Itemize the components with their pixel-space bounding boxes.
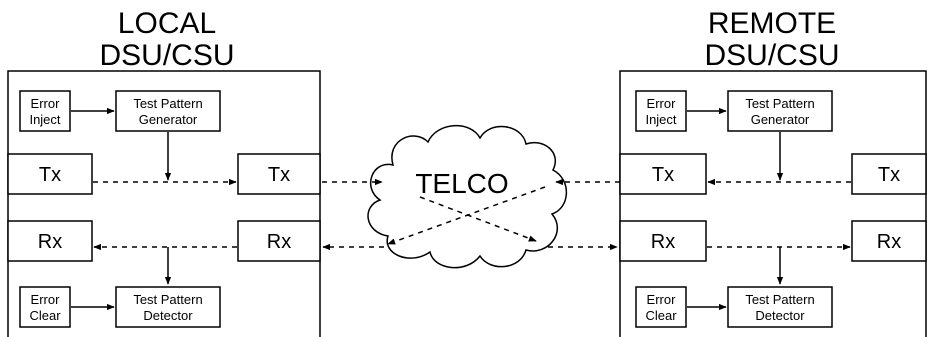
remote-error-clear-box bbox=[635, 286, 687, 328]
remote-generator-box bbox=[727, 90, 833, 132]
remote-rx-right-label: Rx bbox=[877, 231, 901, 253]
local-detector-label-1: Test Pattern bbox=[133, 292, 202, 307]
local-tx-left-label: Tx bbox=[39, 164, 61, 186]
local-rx-right-box bbox=[237, 220, 321, 262]
remote-title-line1: REMOTE bbox=[708, 7, 836, 40]
remote-error-clear-label-1: Error bbox=[647, 292, 677, 307]
local-rx-right-label: Rx bbox=[267, 231, 291, 253]
remote-error-inject-label-1: Error bbox=[647, 96, 677, 111]
remote-tx-left-label: Tx bbox=[652, 164, 674, 186]
local-error-inject-label-2: Inject bbox=[29, 112, 60, 127]
local-title-line1: LOCAL bbox=[118, 7, 216, 40]
remote-rx-right-box bbox=[851, 220, 927, 262]
remote-rx-left-label: Rx bbox=[651, 231, 675, 253]
local-title-line2: DSU/CSU bbox=[99, 39, 234, 72]
remote-rx-left-box bbox=[619, 220, 707, 262]
remote-tx-right-box bbox=[851, 153, 927, 195]
remote-generator-label-2: Generator bbox=[751, 112, 810, 127]
telco-cloud bbox=[367, 124, 568, 269]
remote-detector-label-1: Test Pattern bbox=[745, 292, 814, 307]
local-tx-right-box bbox=[237, 153, 321, 195]
local-detector-label-2: Detector bbox=[143, 308, 193, 323]
local-error-inject-box bbox=[19, 90, 71, 132]
local-generator-label-2: Generator bbox=[139, 112, 198, 127]
local-error-clear-label-2: Clear bbox=[29, 308, 61, 323]
remote-tx-right-label: Tx bbox=[878, 164, 900, 186]
remote-tx-left-box bbox=[619, 153, 707, 195]
remote-enclosure bbox=[619, 70, 927, 337]
remote-title-line2: DSU/CSU bbox=[704, 39, 839, 72]
remote-detector-label-2: Detector bbox=[755, 308, 805, 323]
local-enclosure bbox=[7, 70, 321, 337]
local-error-clear-box bbox=[19, 286, 71, 328]
remote-detector-box bbox=[727, 286, 833, 328]
local-error-inject-label-1: Error bbox=[31, 96, 61, 111]
local-rx-left-box bbox=[7, 220, 93, 262]
local-detector-box bbox=[115, 286, 221, 328]
local-tx-right-label: Tx bbox=[268, 164, 290, 186]
telco-cross-path-down-left bbox=[387, 186, 546, 245]
local-rx-left-label: Rx bbox=[38, 231, 62, 253]
local-generator-box bbox=[115, 90, 221, 132]
remote-error-inject-label-2: Inject bbox=[645, 112, 676, 127]
remote-generator-label-1: Test Pattern bbox=[745, 96, 814, 111]
telco-cross-path-down-right bbox=[419, 196, 537, 242]
remote-error-clear-label-2: Clear bbox=[645, 308, 677, 323]
telco-label: TELCO bbox=[415, 168, 508, 199]
local-tx-left-box bbox=[7, 153, 93, 195]
local-error-clear-label-1: Error bbox=[31, 292, 61, 307]
local-generator-label-1: Test Pattern bbox=[133, 96, 202, 111]
remote-error-inject-box bbox=[635, 90, 687, 132]
